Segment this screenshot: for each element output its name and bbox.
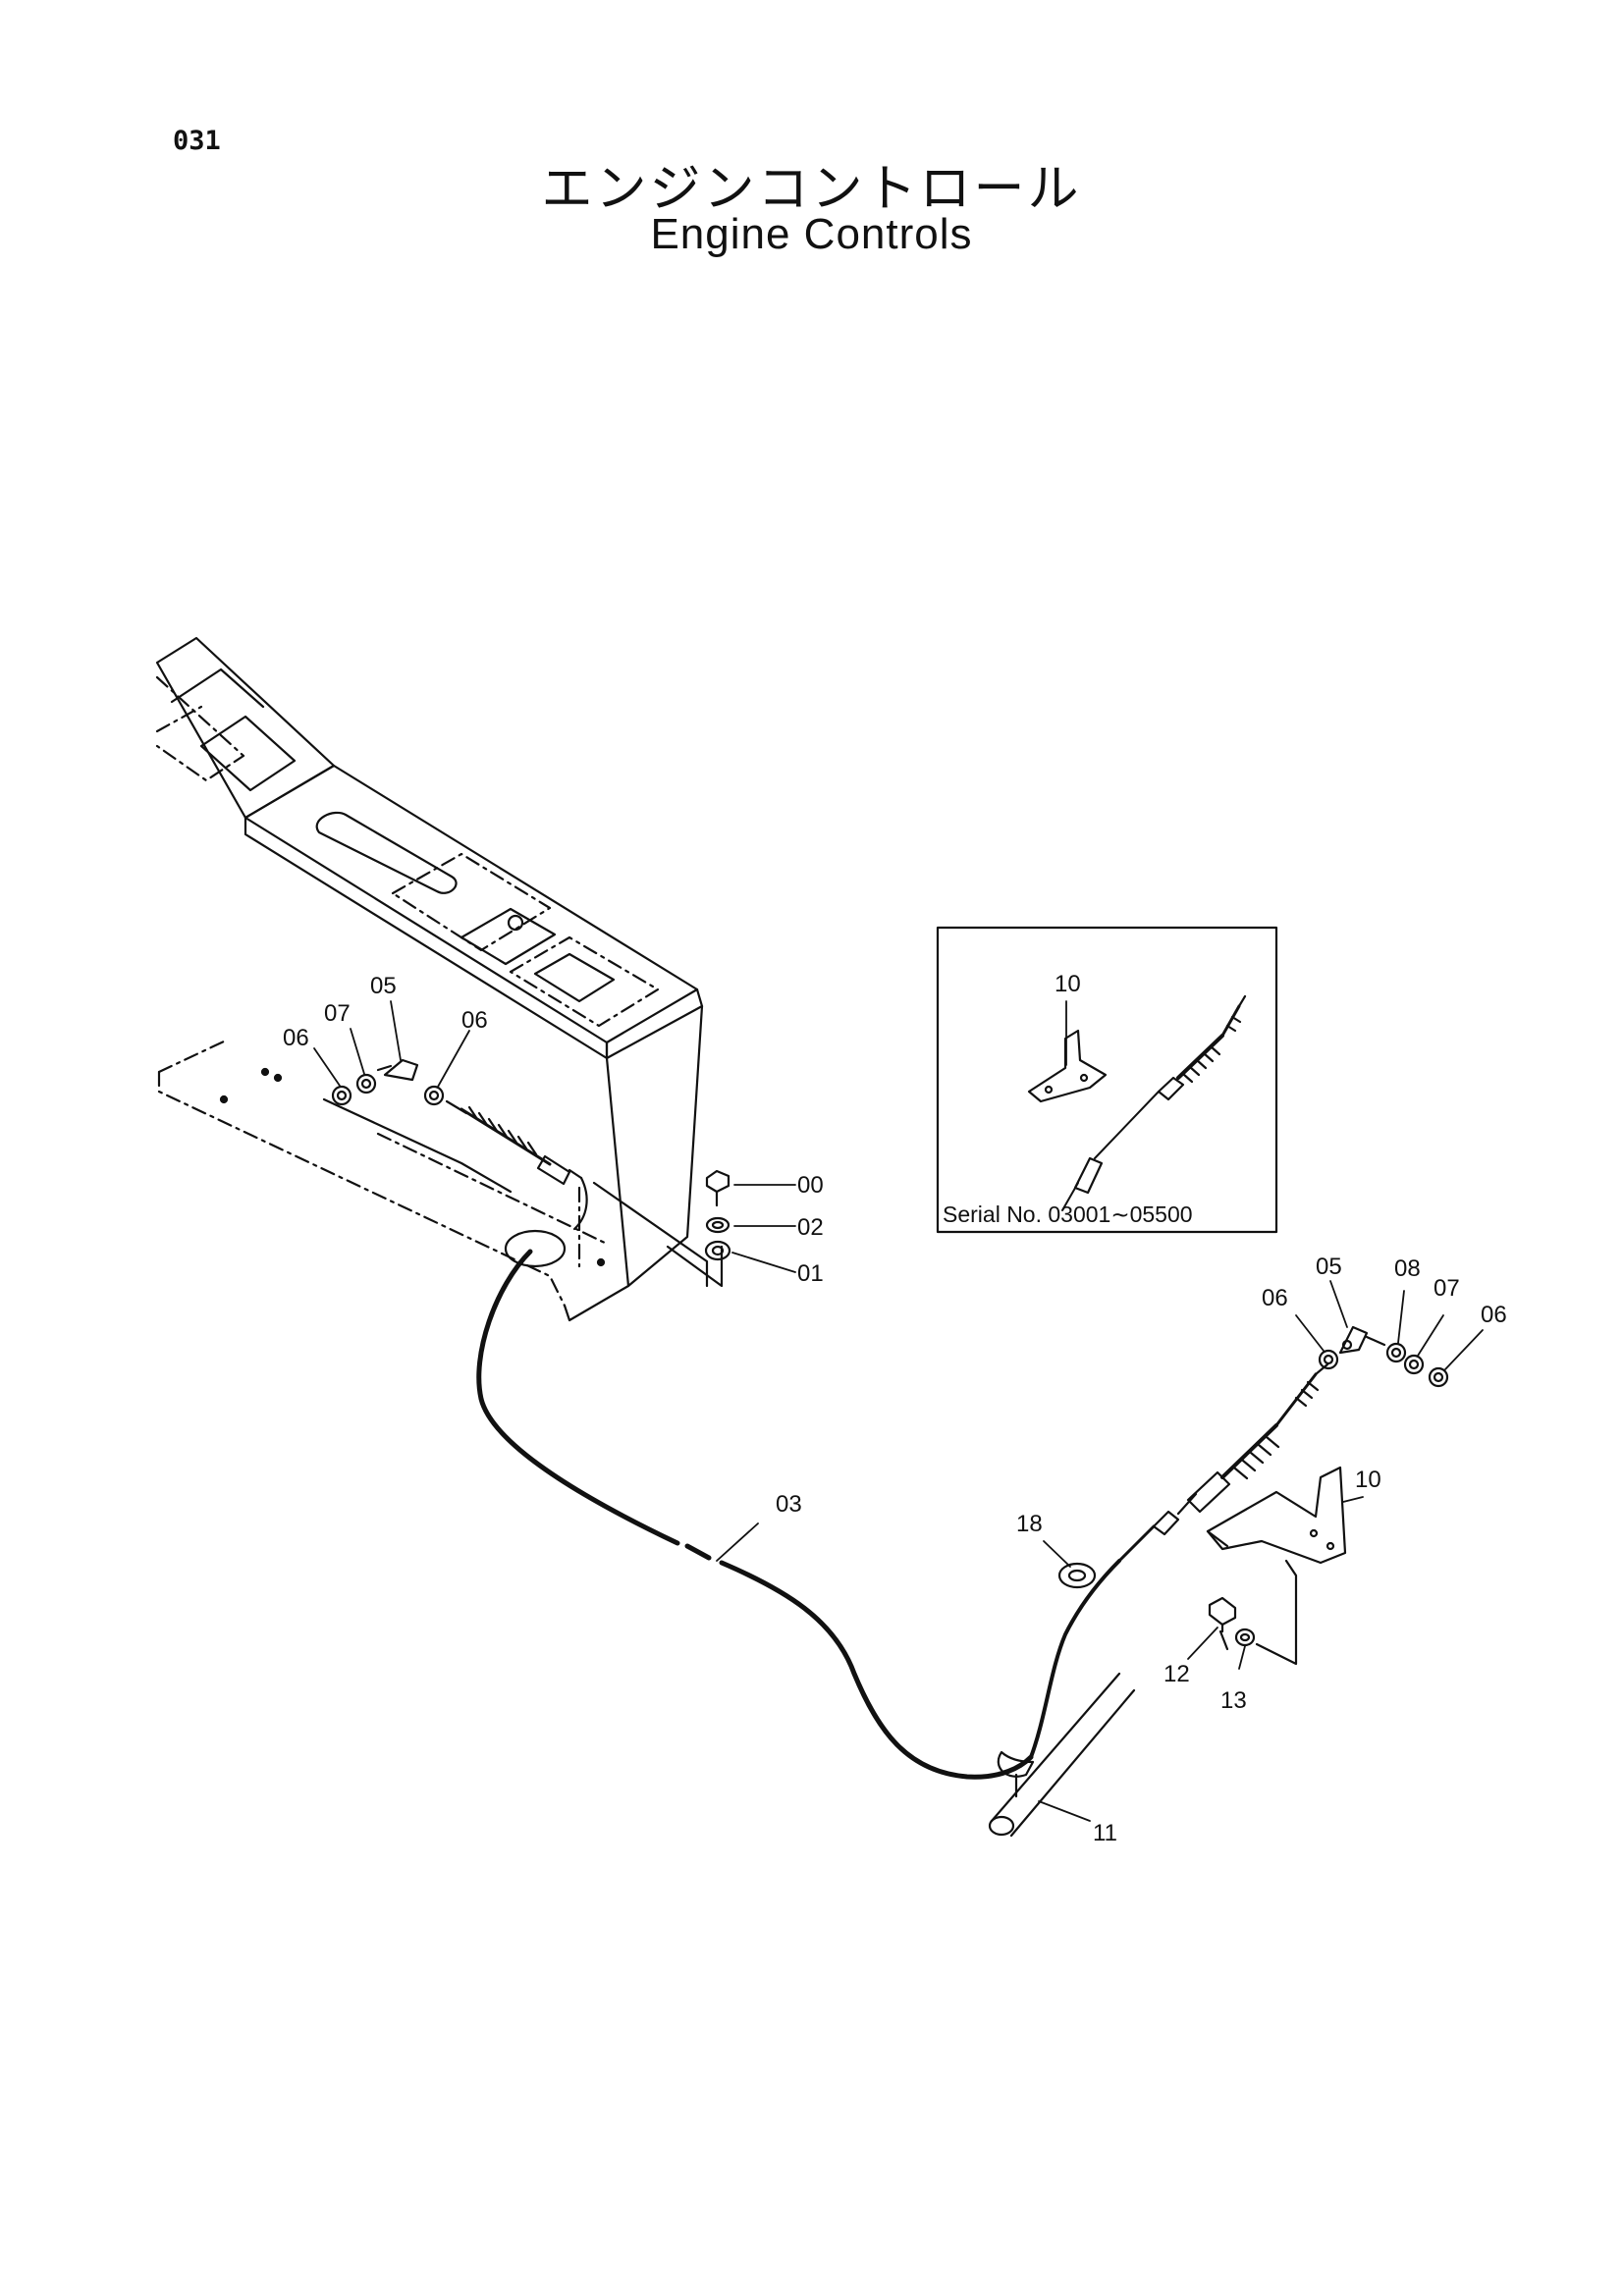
- inset-serial-label: Serial No. 03001∼05500: [943, 1201, 1193, 1227]
- callout-06-left-b: 06: [461, 1007, 488, 1034]
- callout-06-left-a: 06: [283, 1025, 309, 1051]
- callout-11: 11: [1093, 1820, 1117, 1846]
- page-title-japanese: エンジンコントロール: [541, 160, 1082, 219]
- throttle-cable: [476, 1249, 1156, 1780]
- callout-06-right-b: 06: [1481, 1302, 1507, 1328]
- callout-13: 13: [1220, 1687, 1247, 1714]
- page-title-english: Engine Controls: [650, 210, 973, 258]
- fastener-stack: [666, 1169, 731, 1288]
- callout-12: 12: [1163, 1661, 1190, 1687]
- callout-leaders: [313, 1000, 1484, 1822]
- callout-03: 03: [776, 1491, 802, 1518]
- callout-18: 18: [1016, 1511, 1043, 1537]
- left-cable-end-assembly: [331, 1058, 588, 1231]
- callout-labels: 06 07 05 06 00 02 01 03 18 05 06 08 07 0…: [283, 971, 1507, 1846]
- right-cable-end-assembly: [988, 1325, 1449, 1838]
- callout-07-right: 07: [1434, 1275, 1460, 1302]
- callout-05-left: 05: [370, 973, 397, 999]
- callout-01: 01: [797, 1260, 824, 1287]
- callout-00: 00: [797, 1172, 824, 1199]
- callout-05-right: 05: [1316, 1254, 1342, 1280]
- callout-07-left: 07: [324, 1000, 351, 1027]
- callout-08: 08: [1394, 1255, 1421, 1282]
- callout-10-right: 10: [1355, 1467, 1381, 1493]
- callout-10-inset: 10: [1055, 971, 1081, 997]
- console-housing: [155, 636, 709, 1322]
- page-number: 031: [173, 126, 221, 156]
- callout-02: 02: [797, 1214, 824, 1241]
- callout-06-right-a: 06: [1262, 1285, 1288, 1311]
- inset-frame: [936, 926, 1278, 1234]
